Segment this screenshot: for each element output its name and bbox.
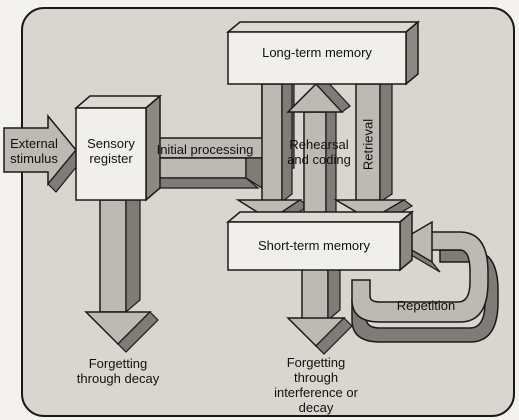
retrieval-label: Retrieval bbox=[360, 118, 376, 171]
forgetting-decay-label: Forgetting through decay bbox=[76, 356, 160, 386]
forgetting-interference-arrow bbox=[286, 256, 353, 355]
rehearsal-and-coding-label: Rehearsal and coding bbox=[287, 137, 351, 167]
short-term-memory-label: Short-term memory bbox=[258, 238, 370, 253]
long-term-memory-label: Long-term memory bbox=[262, 45, 372, 60]
repetition-label: Repetition bbox=[396, 298, 456, 313]
forgetting-interference-label: Forgetting through interference or decay bbox=[274, 355, 358, 415]
initial-processing-label: Initial processing bbox=[156, 142, 254, 157]
short-term-memory-box bbox=[225, 210, 415, 272]
external-stimulus-label: External stimulus bbox=[10, 136, 58, 166]
external-stimulus-arrow bbox=[3, 113, 83, 193]
sensory-register-box bbox=[73, 94, 163, 202]
rehearsal-coding-arrow bbox=[286, 77, 351, 222]
retrieval-arrow bbox=[333, 74, 414, 227]
sensory-register-label: Sensory register bbox=[87, 136, 135, 166]
long-term-memory-box bbox=[225, 20, 421, 86]
